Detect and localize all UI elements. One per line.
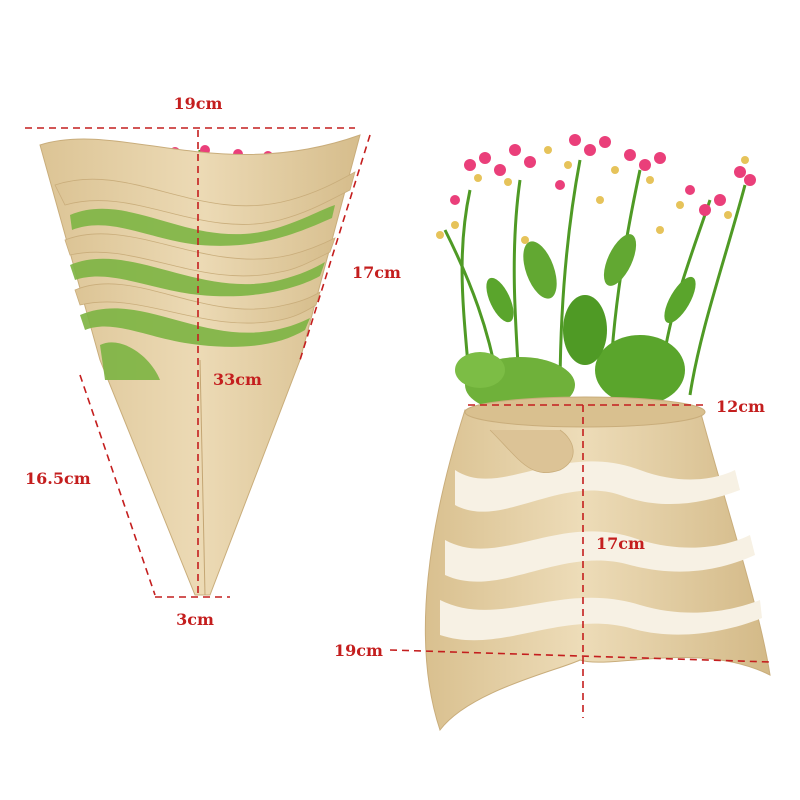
wrap-wave-cutouts <box>440 461 762 641</box>
plant-leaves <box>455 234 696 413</box>
cone-sleeve-product <box>25 127 371 598</box>
right-height-label: 17cm <box>596 534 645 553</box>
left-top-width-label: 19cm <box>174 94 223 113</box>
cone-wave-cutouts <box>70 205 335 380</box>
left-side-length-label: 17cm <box>352 263 401 282</box>
right-top-opening-label: 12cm <box>716 397 765 416</box>
right-dimension-lines <box>389 404 771 718</box>
potted-plant-product <box>389 134 771 732</box>
right-bottom-width-label: 19cm <box>334 641 383 660</box>
left-inner-height-label: 33cm <box>213 370 262 389</box>
left-bottom-width-label: 3cm <box>176 610 214 629</box>
plant-flowers <box>436 134 756 244</box>
left-lower-side-label: 16.5cm <box>25 469 91 488</box>
dimension-labels: 19cm 17cm 33cm 16.5cm 3cm 12cm 17cm 19cm <box>25 94 765 660</box>
wrap-rim <box>464 396 706 428</box>
left-dimension-lines <box>25 127 371 598</box>
